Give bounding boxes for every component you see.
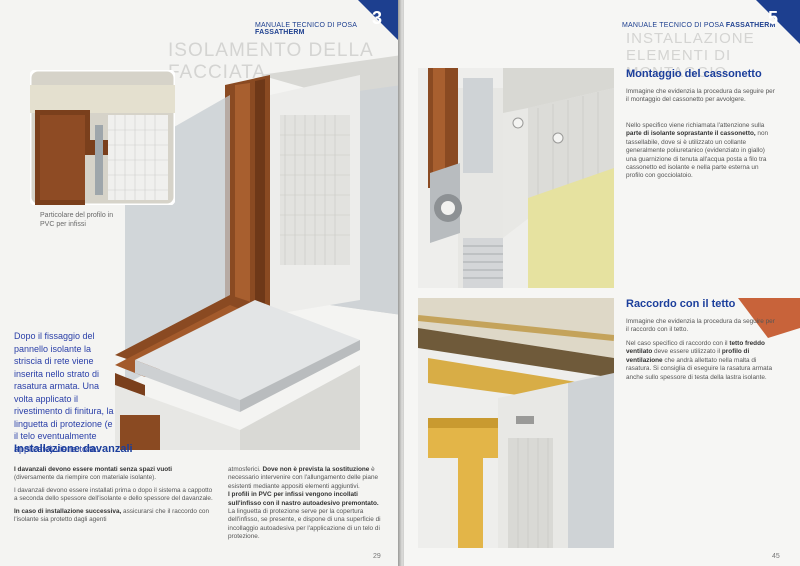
cassonetto-illustration bbox=[418, 68, 614, 288]
pvc-profile-inset bbox=[30, 70, 175, 205]
col1-p3-bold: In caso di installazione successiva, bbox=[14, 507, 122, 515]
col2-p2-bold: I profili in PVC per infissi vengono inc… bbox=[228, 491, 379, 507]
chapter-tab-icon bbox=[358, 0, 402, 44]
page-number-right: 45 bbox=[772, 553, 780, 560]
col1-paragraph-2: I davanzali devono essere installati pri… bbox=[14, 486, 213, 503]
watermark-line-2: ELEMENTI DI MONTAGGIO bbox=[626, 47, 732, 81]
header-brand: FASSATHERM bbox=[255, 29, 305, 36]
tetto-p2-a: Nel caso specifico di raccordo con il bbox=[626, 340, 730, 347]
running-header-right: MANUALE TECNICO DI POSA FASSATHERM bbox=[622, 22, 776, 29]
col2-p2-rest: La linguetta di protezione serve per la … bbox=[228, 508, 381, 541]
tetto-paragraph-2: Nel caso specifico di raccordo con il te… bbox=[626, 340, 776, 382]
col1-p1-rest: (diversamente da riempire con materiale … bbox=[14, 474, 157, 482]
col2-p1-bold: Dove non è prevista la sostituzione bbox=[262, 466, 370, 473]
cassonetto-paragraph-1: Immagine che evidenzia la procedura da s… bbox=[626, 88, 775, 104]
header-manual-right: MANUALE TECNICO DI POSA bbox=[622, 22, 724, 29]
col2-p1-rest: è necessario intervenire con l'allungame… bbox=[228, 466, 379, 490]
book-spine bbox=[398, 0, 408, 566]
roof-tiles-illustration bbox=[618, 298, 800, 353]
col2-paragraph-2: I profili in PVC per infissi vengono inc… bbox=[228, 491, 386, 541]
col1-paragraph-1: I davanzali devono essere montati senza … bbox=[14, 466, 214, 483]
chapter-number-right: 5 bbox=[768, 8, 779, 28]
section-title-tetto: Raccordo con il tetto bbox=[626, 298, 736, 310]
page-watermark-right: INSTALLAZIONE ELEMENTI DI MONTAGGIO bbox=[626, 30, 800, 81]
tetto-p2-c: che andrà allettato nella malta di rasat… bbox=[626, 356, 772, 381]
col2-p1-start: atmosferici. bbox=[228, 466, 263, 473]
header-brand-right: FASSATHERM bbox=[725, 22, 776, 29]
tetto-p2-bold-2: profilo di ventilazione bbox=[626, 348, 750, 364]
col1-paragraph-3: In caso di installazione successiva, ass… bbox=[14, 508, 214, 525]
tetto-p2-b: deve essere utilizzato il bbox=[652, 348, 722, 356]
inset-caption: Particolare del profilo in PVC per infis… bbox=[40, 212, 114, 228]
mesh-instruction-paragraph: Dopo il fissaggio del pannello isolante … bbox=[14, 331, 114, 454]
cassonetto-p2-a: Nello specifico viene richiamata l'atten… bbox=[626, 122, 765, 129]
cassonetto-p2-bold: parte di isolante soprastante il cassone… bbox=[626, 130, 756, 138]
chapter-number: 3 bbox=[372, 8, 383, 28]
section-title-davanzali: Installazione davanzali bbox=[14, 443, 133, 455]
watermark-line-1: INSTALLAZIONE bbox=[626, 30, 755, 47]
roof-connection-illustration bbox=[418, 298, 614, 548]
header-manual: MANUALE TECNICO DI POSA bbox=[255, 22, 357, 29]
col1-p1-bold: I davanzali devono essere montati senza … bbox=[14, 466, 173, 473]
right-page: INSTALLAZIONE ELEMENTI DI MONTAGGIO MANU… bbox=[404, 0, 800, 566]
running-header: MANUALE TECNICO DI POSA FASSATHERM bbox=[255, 22, 402, 36]
cassonetto-paragraph-2: Nello specifico viene richiamata l'atten… bbox=[626, 122, 776, 181]
tetto-paragraph-1: Immagine che evidenzia la procedura da s… bbox=[626, 318, 775, 334]
chapter-tab-icon-right bbox=[756, 0, 800, 44]
tetto-p2-bold-1: tetto freddo ventilato bbox=[626, 340, 765, 356]
page-number-left: 29 bbox=[373, 553, 381, 560]
col1-p3-rest: assicurarsi che il raccordo con l'isolan… bbox=[14, 507, 210, 524]
davanzali-column-1: I davanzali devono essere montati senza … bbox=[14, 466, 214, 524]
davanzali-column-2: atmosferici. Dove non è prevista la sost… bbox=[228, 466, 386, 542]
col2-paragraph-1: atmosferici. Dove non è prevista la sost… bbox=[228, 466, 386, 491]
cassonetto-p2-b: non tassellabile, dove si è utilizzato u… bbox=[626, 130, 769, 180]
page-watermark: ISOLAMENTO DELLA FACCIATA bbox=[168, 40, 373, 83]
left-page: ISOLAMENTO DELLA FACCIATA MANUALE TECNIC… bbox=[0, 0, 402, 566]
section-title-cassonetto: Montaggio del cassonetto bbox=[626, 68, 762, 80]
